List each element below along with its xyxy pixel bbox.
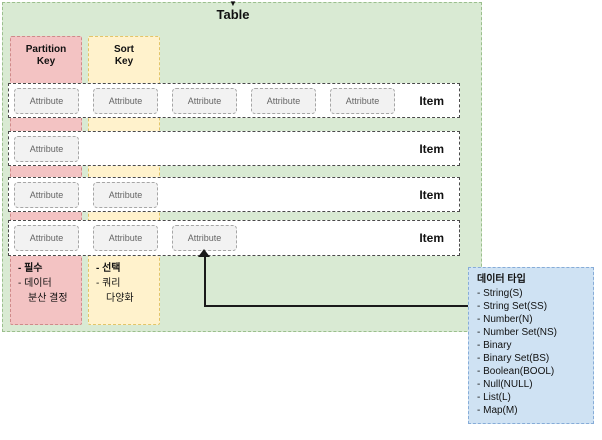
item-label: Item — [419, 231, 444, 245]
attribute-box: Attribute — [14, 87, 79, 114]
item-label: Item — [419, 93, 444, 108]
item-label: Item — [419, 187, 444, 202]
data-type-item: - Number Set(NS) — [477, 327, 558, 338]
attribute-list: Attribute Attribute — [9, 178, 459, 211]
data-types-title: 데이터 타입 — [477, 274, 526, 285]
sort-note-3: 다양화 — [106, 293, 134, 304]
table-header: ▼ Table — [203, 0, 263, 22]
attribute-list: Attribute — [9, 132, 459, 165]
partition-note-3: 분산 결정 — [28, 293, 68, 304]
data-type-item: - Map(M) — [477, 405, 518, 416]
attribute-box: Attribute — [14, 135, 79, 162]
table-row-1: Attribute Attribute Attribute Attribute Attr… — [8, 83, 460, 118]
partition-key-label-line2: Key — [36, 56, 56, 67]
sort-key-label-line1: Sort — [114, 44, 134, 55]
data-type-item: - Number(N) — [477, 314, 533, 325]
partition-key-label: Partition Key — [11, 37, 81, 68]
table-container — [2, 2, 482, 332]
attribute-box: Attribute — [93, 181, 158, 208]
attribute-box: Attribute — [93, 225, 158, 251]
attribute-box: Attribute — [172, 87, 237, 114]
arrow-down-icon: ▼ — [229, 0, 237, 8]
attribute-pointer-arrow-vertical — [204, 256, 206, 307]
partition-note-2: - 데이터 — [18, 278, 52, 289]
partition-note-1: - 필수 — [18, 263, 43, 274]
attribute-list: Attribute Attribute Attribute Attribute Attr… — [9, 84, 459, 117]
data-types-panel: 데이터 타입 - String(S) - String Set(SS) - Numb… — [468, 267, 594, 424]
data-type-item: - String Set(SS) — [477, 301, 548, 312]
data-type-item: - Boolean(BOOL) — [477, 366, 555, 377]
data-type-item: - List(L) — [477, 392, 511, 403]
attribute-box: Attribute — [251, 87, 316, 114]
attribute-box: Attribute — [14, 181, 79, 208]
data-type-item: - Binary Set(BS) — [477, 353, 550, 364]
attribute-box: Attribute — [172, 225, 237, 251]
attribute-box: Attribute — [330, 87, 395, 114]
data-types-list: - String(S) - String Set(SS) - Number(N) - … — [477, 287, 587, 417]
table-row-3: Attribute Attribute Item — [8, 177, 460, 212]
sort-key-notes: - 선택 - 쿼리 다양화 — [96, 261, 157, 306]
data-type-item: - String(S) — [477, 288, 523, 299]
table-title: Table — [216, 7, 250, 22]
data-type-item: - Null(NULL) — [477, 379, 533, 390]
item-label: Item — [419, 141, 444, 156]
attribute-box: Attribute — [93, 87, 158, 114]
sort-note-2: - 쿼리 — [96, 278, 121, 289]
table-row-4: Attribute Attribute Attribute Item — [8, 220, 460, 256]
sort-key-label: Sort Key — [89, 37, 159, 68]
partition-key-notes: - 필수 - 데이터 분산 결정 — [18, 261, 79, 306]
data-type-item: - Binary — [477, 340, 512, 351]
attribute-pointer-arrow-horizontal — [204, 305, 468, 307]
sort-key-label-line2: Key — [114, 56, 134, 67]
partition-key-label-line1: Partition — [25, 44, 67, 55]
arrow-up-icon — [198, 249, 210, 257]
sort-note-1: - 선택 — [96, 263, 121, 274]
attribute-list: Attribute Attribute Attribute — [9, 221, 459, 255]
table-row-2: Attribute Item — [8, 131, 460, 166]
attribute-box: Attribute — [14, 225, 79, 251]
